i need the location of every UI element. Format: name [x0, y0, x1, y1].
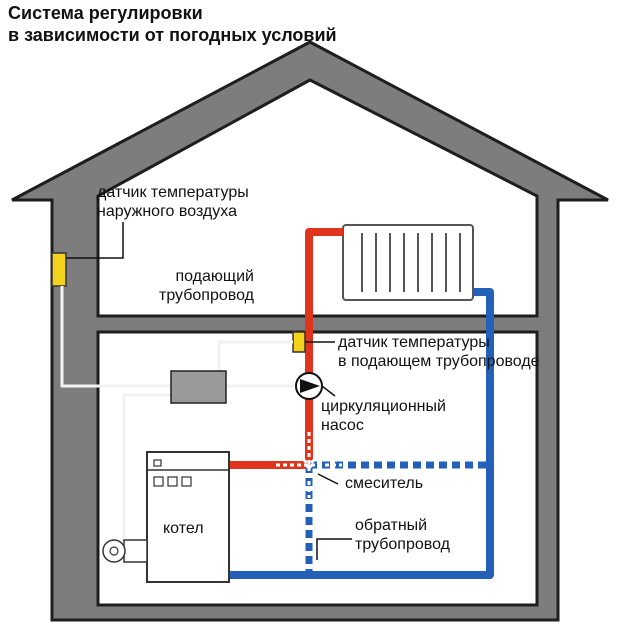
diagram-title: Система регулировки в зависимости от пог…: [8, 2, 337, 46]
supply-sensor-label-line-2: в подающем трубопроводе: [338, 353, 540, 370]
boiler: [146, 451, 230, 583]
mixer-icon: [276, 432, 342, 498]
pump-leader: [321, 385, 336, 397]
return-pipe-label-line-1: обратный: [355, 517, 428, 534]
return-leader: [316, 538, 352, 560]
outdoor-sensor-label: датчик температуры наружного воздуха: [97, 183, 249, 221]
title-line-2: в зависимости от погодных условий: [8, 25, 337, 45]
outdoor-sensor: [51, 252, 67, 287]
supply-pipe-label-line-2: трубопровод: [159, 287, 254, 304]
pump-icon: [295, 372, 323, 400]
pump-label-line-2: насос: [321, 417, 364, 434]
supply-pipe-label: подающий трубопровод: [159, 267, 254, 305]
supply-pipe-label-line-1: подающий: [175, 268, 254, 285]
controller-box: [170, 370, 227, 404]
mixer-label: смеситель: [345, 475, 424, 492]
supply-sensor: [292, 331, 306, 353]
boiler-label: котел: [163, 520, 204, 537]
supply-sensor-label: датчик температуры в подающем трубопрово…: [338, 333, 540, 371]
supply-sensor-label-line-1: датчик температуры: [338, 334, 490, 351]
title-line-1: Система регулировки: [8, 3, 203, 23]
radiator-fins: [361, 233, 461, 292]
outdoor-sensor-leader: [66, 222, 124, 259]
control-wiring: [122, 340, 294, 540]
pump-label: циркуляционный насос: [321, 397, 446, 435]
outdoor-sensor-wire: [60, 286, 171, 388]
return-pipe-label-line-2: трубопровод: [355, 536, 450, 553]
return-pipe-label: обратный трубопровод: [355, 516, 450, 554]
return-pipe: [229, 288, 494, 579]
supply-pipe: [229, 228, 343, 469]
outdoor-sensor-label-line-1: датчик температуры: [97, 184, 249, 201]
burner-fan-icon: [102, 539, 148, 563]
mixer-leader: [317, 473, 339, 485]
pump-label-line-1: циркуляционный: [321, 398, 446, 415]
outdoor-sensor-label-line-2: наружного воздуха: [97, 203, 237, 220]
